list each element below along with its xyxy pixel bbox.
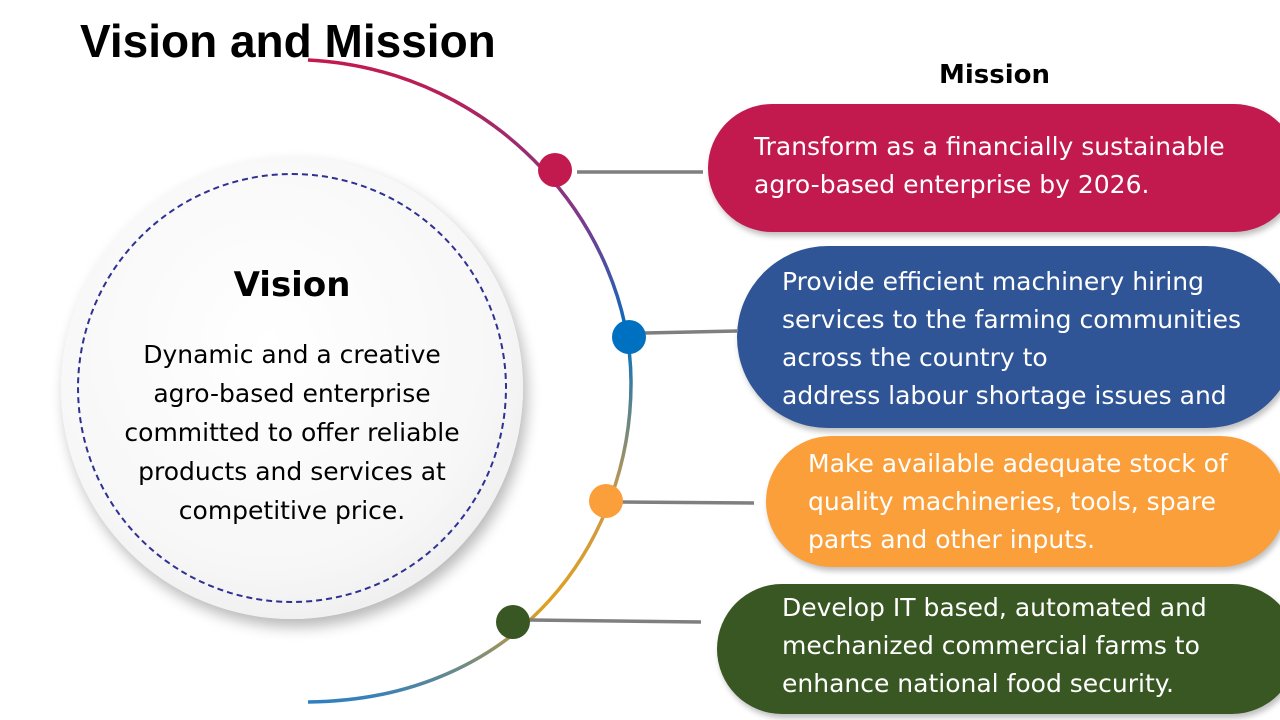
- vision-circle: Vision Dynamic and a creative agro-based…: [61, 157, 523, 619]
- mission-item-2-line-1: Provide efficient machinery hiring: [782, 267, 1204, 296]
- mission-item-1-line-2: agro-based enterprise by 2026.: [754, 170, 1150, 199]
- timeline-node-1: [538, 153, 572, 187]
- mission-item-4-line-1: Develop IT based, automated and: [782, 593, 1207, 622]
- mission-item-1: Transform as a financially sustainable a…: [708, 104, 1280, 232]
- vision-text: Dynamic and a creative agro-based enterp…: [124, 340, 460, 525]
- connector-line-3: [621, 500, 755, 505]
- page-title: Vision and Mission: [80, 15, 496, 67]
- mission-item-4: Develop IT based, automated and mechaniz…: [717, 584, 1280, 714]
- mission-item-2-line-2: services to the farming communities: [782, 305, 1241, 334]
- timeline-node-4: [496, 605, 530, 639]
- timeline-node-3: [589, 484, 623, 518]
- mission-heading: Mission: [939, 60, 1051, 90]
- mission-item-3-line-2: quality machineries, tools, spare: [808, 487, 1217, 516]
- mission-item-4-line-3: enhance national food security.: [782, 669, 1174, 698]
- mission-item-2-line-4: address labour shortage issues and: [782, 381, 1227, 410]
- mission-item-3: Make available adequate stock of quality…: [766, 436, 1280, 567]
- mission-item-3-line-3: parts and other inputs.: [808, 525, 1096, 554]
- mission-item-3-line-1: Make available adequate stock of: [808, 449, 1228, 478]
- timeline-node-2: [612, 320, 646, 354]
- connector-line-2: [644, 329, 738, 335]
- vision-heading: Vision: [233, 265, 351, 305]
- mission-item-2-line-3: across the country to: [782, 343, 1048, 372]
- timeline-arc: [307, 58, 633, 704]
- mission-item-2: Provide efficient machinery hiring servi…: [737, 246, 1280, 428]
- mission-item-4-line-2: mechanized commercial farms to: [782, 631, 1200, 660]
- connector-lines: [529, 170, 755, 624]
- timeline-nodes: [496, 153, 646, 639]
- mission-item-1-line-1: Transform as a financially sustainable: [754, 132, 1225, 161]
- vision-dashed-ring: [77, 173, 507, 603]
- connector-line-4: [529, 618, 702, 624]
